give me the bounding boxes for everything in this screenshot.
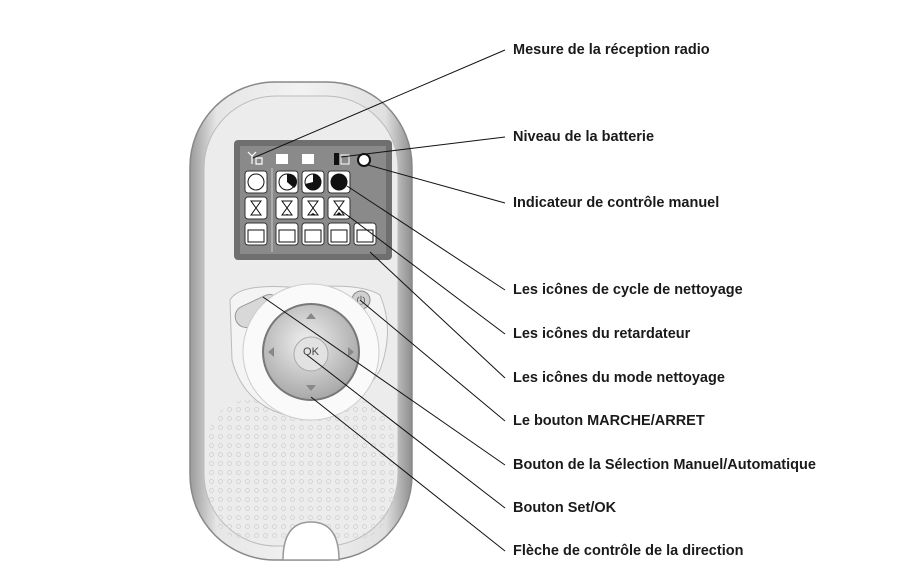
timer-status-icon	[276, 154, 314, 164]
timer-icon	[244, 196, 268, 220]
cycle-icon	[275, 170, 299, 194]
mode-icon	[301, 222, 325, 246]
timer-icon	[301, 196, 325, 220]
radio-reception-icon	[247, 151, 263, 165]
label-battery-level: Niveau de la batterie	[513, 129, 655, 145]
control-pad: ⏻	[229, 283, 388, 421]
arrow-left-icon[interactable]	[268, 347, 274, 357]
manual-control-icon	[357, 153, 371, 167]
timer-icon	[275, 196, 299, 220]
mode-icon	[275, 222, 299, 246]
label-timer-icons: Les icônes du retardateur	[513, 326, 691, 342]
label-set-ok-button: Bouton Set/OK	[513, 500, 617, 516]
leader-lines	[252, 49, 506, 552]
ok-button[interactable]	[293, 336, 329, 372]
arrow-down-icon[interactable]	[306, 385, 316, 391]
arrow-right-icon[interactable]	[348, 347, 354, 357]
cycle-icon	[301, 170, 325, 194]
arrow-up-icon[interactable]	[306, 313, 316, 319]
cycle-icon	[327, 170, 351, 194]
ok-label: OK	[303, 346, 319, 358]
cycle-icon	[244, 170, 268, 194]
label-power-button: Le bouton MARCHE/ARRET	[513, 413, 705, 429]
battery-icon	[334, 153, 350, 165]
label-cleaning-mode-icons: Les icônes du mode nettoyage	[513, 370, 725, 386]
mode-icon	[244, 222, 268, 246]
timer-icon	[327, 196, 351, 220]
label-direction-arrows: Flèche de contrôle de la direction	[513, 543, 744, 559]
mode-icon	[327, 222, 351, 246]
lanyard-hole	[282, 521, 340, 561]
label-manual-auto-button: Bouton de la Sélection Manuel/Automatiqu…	[513, 457, 816, 473]
label-manual-control-indicator: Indicateur de contrôle manuel	[513, 195, 720, 211]
label-radio-reception: Mesure de la réception radio	[513, 42, 710, 58]
label-cleaning-cycle-icons: Les icônes de cycle de nettoyage	[513, 282, 743, 298]
